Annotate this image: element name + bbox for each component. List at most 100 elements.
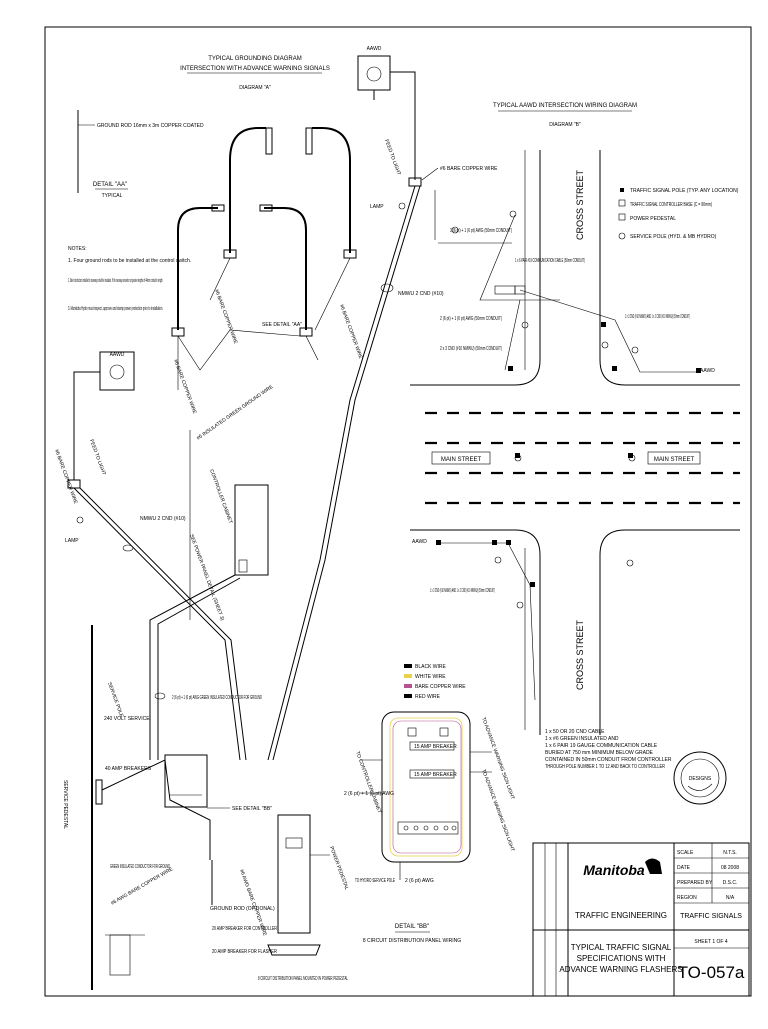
date-value: 08 2008 <box>721 865 739 871</box>
region-value: N/A <box>726 895 735 901</box>
detail-aa-sub: TYPICAL <box>102 193 123 199</box>
main-street-left: MAIN STREET <box>441 457 482 463</box>
feed-to-light-top: FEED TO LIGHT <box>383 139 402 176</box>
region-label: REGION <box>677 895 697 901</box>
service-pole-label: SERVICE POLE <box>106 682 124 719</box>
mast-arm-4 <box>264 207 307 330</box>
nmwu-label-2: NMWU 2 CND (#10) <box>140 516 186 522</box>
sheet-number: SHEET 1 OF 4 <box>694 939 727 945</box>
bb-hydro-wires: 2 (6 pt) AWG <box>405 878 434 884</box>
stamp-text: DESIGNS <box>689 776 712 782</box>
prepared-label: PREPARED BY <box>677 880 713 886</box>
date-label: DATE <box>677 865 691 871</box>
bb-legend-2: WHITE WIRE <box>415 674 446 680</box>
wiring-diagram-label: DIAGRAM "B" <box>549 122 581 128</box>
bb-to-warning-1: TO ADVANCE WARNING SIGN LIGHT <box>480 717 515 801</box>
cable-note-3: 1 x 6 PAIR 19 GAUGE COMMUNICATION CABLE <box>545 743 658 749</box>
cable-note-1: 1 x 50 OR 20 CND CABLE <box>545 729 605 735</box>
mast-arm-2 <box>312 127 351 253</box>
bare-copper-left: #6 BARE COPPER WIRE <box>53 449 79 506</box>
grounding-diagram-label: DIAGRAM "A" <box>239 85 271 91</box>
grounding-title: TYPICAL GROUNDING DIAGRAM <box>208 56 301 62</box>
legend-3: POWER PEDESTAL <box>630 216 676 222</box>
sheet-border <box>44 26 752 997</box>
power-pedestal <box>277 814 311 934</box>
insulated-green-label: #6 INSULATED GREEN GROUND WIRE <box>196 384 275 442</box>
cross-street-top: CROSS STREET <box>575 169 585 240</box>
240v-label: 240 VOLT SERVICE <box>104 716 150 722</box>
wire-list-1: 2 (6 pt) + 1 (6 pt) AWG GREEN INSULATED … <box>172 695 262 701</box>
wiring-diagram: TYPICAL AAWD INTERSECTION WIRING DIAGRAM… <box>410 103 740 770</box>
conduit-5: 1 x 3 CND (#10 NMWU) AND 1 x 2 CND (#10 … <box>430 588 495 594</box>
section-name: TRAFFIC SIGNALS <box>680 913 742 920</box>
bb-legend-3: BARE COPPER WIRE <box>415 684 466 690</box>
lamp-breakers-label: 40 AMP BREAKERS <box>105 766 152 772</box>
see-detail-bb: SEE DETAIL "BB" <box>232 806 272 812</box>
bb-wires: 2 (6 pt) + 1 (6 pt) AWG <box>344 791 394 797</box>
aawd-top-label: AAWD <box>367 46 382 52</box>
comm-cable: 1 x 6 PAIR #19 COMMUNICATION CABLE (50mm… <box>515 258 585 264</box>
cable-note-2: 1 x #6 GREEN INSULATED AND <box>545 736 619 742</box>
aawd-sign-left <box>99 351 135 391</box>
grounding-subtitle: INTERSECTION WITH ADVANCE WARNING SIGNAL… <box>180 66 330 72</box>
grounding-diagram: TYPICAL GROUNDING DIAGRAM INTERSECTION W… <box>53 46 498 990</box>
legend-1: TRAFFIC SIGNAL POLE (TYP. ANY LOCATION) <box>630 188 739 194</box>
bb-legend-1: BLACK WIRE <box>415 664 447 670</box>
cross-street-bottom: CROSS STREET <box>575 619 585 690</box>
legend-4: SERVICE POLE (HYD. & MB HYDRO) <box>630 234 717 240</box>
drawing-title-2: SPECIFICATIONS WITH <box>577 954 666 963</box>
bare-wire-rod-label: #6 AWG BARE COPPER WIRE <box>110 866 175 907</box>
drawing-title-1: TYPICAL TRAFFIC SIGNAL <box>571 943 672 952</box>
cable-note-6: THROUGH POLE NUMBER 1 TO 12 AND BACK TO … <box>545 764 665 770</box>
controller-cabinet <box>234 484 269 576</box>
bb-to-hydro: TO HYDRO SERVICE POLE <box>355 878 395 884</box>
note-2: 2. Steel conductors installed in raceway… <box>68 278 163 284</box>
engineer-stamp: DESIGNS <box>673 751 727 805</box>
title-block: Manitoba TRAFFIC ENGINEERING TRAFFIC SIG… <box>532 842 750 997</box>
green-conductor-label: GREEN INSULATED CONDUCTOR FOR GROUND <box>110 864 170 870</box>
ground-rod-optional: GROUND ROD (OPTIONAL) <box>210 906 275 912</box>
wiring-title: TYPICAL AAWD INTERSECTION WIRING DIAGRAM <box>493 103 637 109</box>
ground-rod-label: GROUND ROD 16mm x 3m COPPER COATED <box>97 123 204 129</box>
mast-arm-1 <box>229 127 266 253</box>
dept-name: TRAFFIC ENGINEERING <box>575 911 667 920</box>
aawd-sign-top <box>357 55 391 91</box>
bison-logo-icon <box>645 858 662 874</box>
signal-head-left <box>265 127 273 155</box>
legend-2: TRAFFIC SIGNAL CONTROLLER BASE (C = 90mm… <box>630 202 712 208</box>
signal-head-right <box>305 127 313 155</box>
amp-breaker-2: 20 AMP BREAKER FOR FLASHER <box>212 949 277 955</box>
bb-legend-4: RED WIRE <box>415 694 441 700</box>
bb-breaker-1: 15 AMP BREAKER <box>414 744 457 750</box>
detail-bb: BLACK WIRE WHITE WIRE BARE COPPER WIRE R… <box>344 664 515 944</box>
conduit-3: 2 x 3 CND (#10 NMWU) (50mm CONDUIT) <box>440 346 502 352</box>
drawing-title-3: ADVANCE WARNING FLASHERS <box>559 965 682 974</box>
controller-cabinet-label: CONTROLLER CABINET <box>208 469 233 525</box>
cable-note-5: CONTAINED IN 50mm CONDUIT FROM CONTROLLE… <box>545 757 672 763</box>
conduit-1: 3 (6 pt) + 1 (6 pt) AWG (50mm CONDUIT) <box>450 228 512 234</box>
bb-subtitle: 8 CIRCUIT DISTRIBUTION PANEL WIRING <box>363 938 461 944</box>
bb-breaker-2: 15 AMP BREAKER <box>414 772 457 778</box>
scale-label: SCALE <box>677 850 694 856</box>
aawd-right: AAWD <box>700 368 715 374</box>
amp-breaker-1: 20 AMP BREAKER FOR CONTROLLER <box>212 926 277 932</box>
distribution-panel <box>164 754 208 808</box>
prepared-value: D.S.C. <box>723 880 738 886</box>
drawing-number: TO-057a <box>678 963 745 982</box>
note-1: 1. Four ground rods to be installed at t… <box>68 258 191 264</box>
bare-wire-label-3: #6 BARE COPPER WIRE <box>172 359 198 416</box>
conduit-2: 2 (6 pt) + 1 (6 pt) AWG (50mm CONDUIT) <box>440 316 502 322</box>
mast-arm-3 <box>177 207 218 330</box>
scale-value: N.T.S. <box>723 850 737 856</box>
bare-copper-top: #6 BARE COPPER WIRE <box>440 166 498 172</box>
power-pedestal-label: POWER PEDESTAL <box>328 846 349 892</box>
lamp-top: LAMP <box>370 204 384 210</box>
note-3: 3. Manitoba Hydro must inspect, approve … <box>68 306 163 312</box>
bare-wire-label-2: #6 BARE COPPER WIRE <box>338 304 364 361</box>
bb-title: DETAIL "BB" <box>395 924 429 930</box>
notes-title: NOTES: <box>68 246 87 252</box>
power-dist-panel-label: 8 CIRCUIT DISTRIBUTION PANEL MOUNTED IN … <box>258 976 348 982</box>
aawd-left: AAWD <box>412 539 427 545</box>
